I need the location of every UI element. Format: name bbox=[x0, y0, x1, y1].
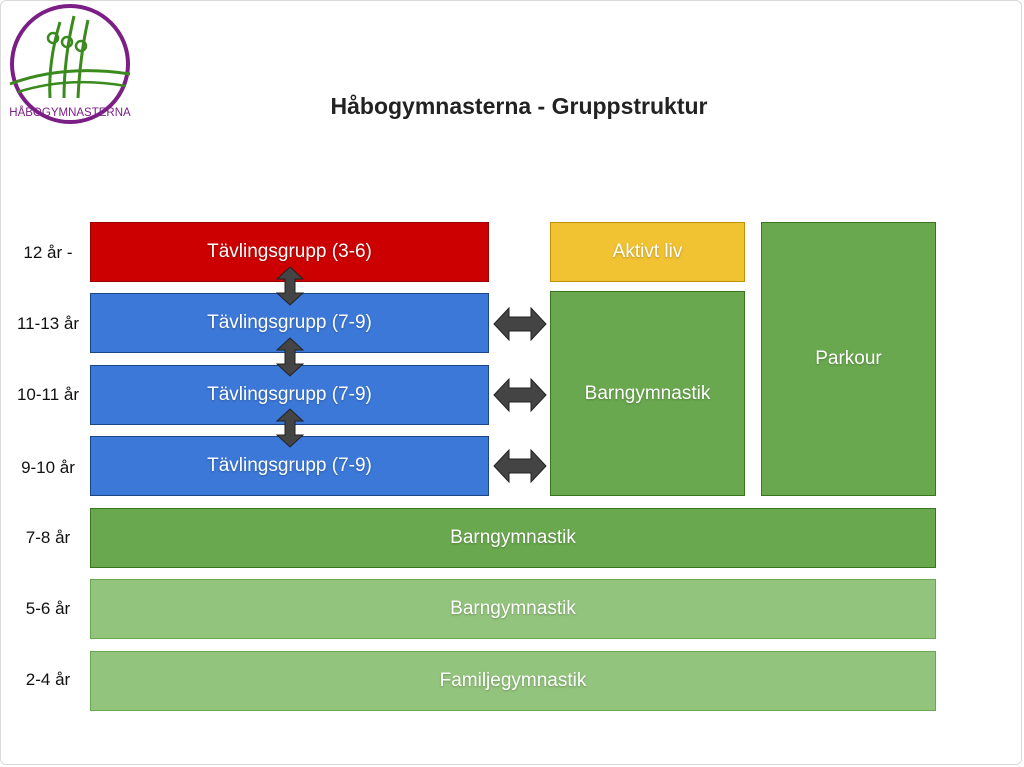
habogymnasterna-logo: HÅBOGYMNASTERNA bbox=[4, 2, 138, 130]
vertical-double-arrow-icon bbox=[276, 337, 304, 377]
age-label-9-10: 9-10 år bbox=[21, 458, 75, 477]
group-barngymnastik-7-8: Barngymnastik bbox=[90, 508, 936, 568]
group-barngymnastik-upper: Barngymnastik bbox=[550, 291, 745, 496]
logo-emblem-icon: HÅBOGYMNASTERNA bbox=[9, 4, 131, 124]
vertical-double-arrow-icon bbox=[276, 266, 304, 306]
age-label-7-8: 7-8 år bbox=[25, 528, 71, 547]
group-tavlingsgrupp-3-6: Tävlingsgrupp (3-6) bbox=[90, 222, 489, 282]
page-title: Håbogymnasterna - Gruppstruktur bbox=[330, 93, 708, 119]
group-barngymnastik-5-6: Barngymnastik bbox=[90, 579, 936, 639]
horizontal-double-arrow-icon bbox=[493, 307, 547, 341]
vertical-double-arrow-icon bbox=[276, 408, 304, 448]
group-familjegymnastik: Familjegymnastik bbox=[90, 651, 936, 711]
horizontal-double-arrow-icon bbox=[493, 378, 547, 412]
age-label-10-11: 10-11 år bbox=[16, 385, 80, 404]
logo-text: HÅBOGYMNASTERNA bbox=[9, 106, 131, 119]
age-label-2-4: 2-4 år bbox=[25, 670, 71, 689]
age-label-5-6: 5-6 år bbox=[25, 599, 71, 618]
group-parkour: Parkour bbox=[761, 222, 936, 496]
horizontal-double-arrow-icon bbox=[493, 449, 547, 483]
age-label-12: 12 år - bbox=[23, 243, 73, 262]
group-aktivt-liv: Aktivt liv bbox=[550, 222, 745, 282]
age-label-11-13: 11-13 år bbox=[16, 314, 80, 333]
